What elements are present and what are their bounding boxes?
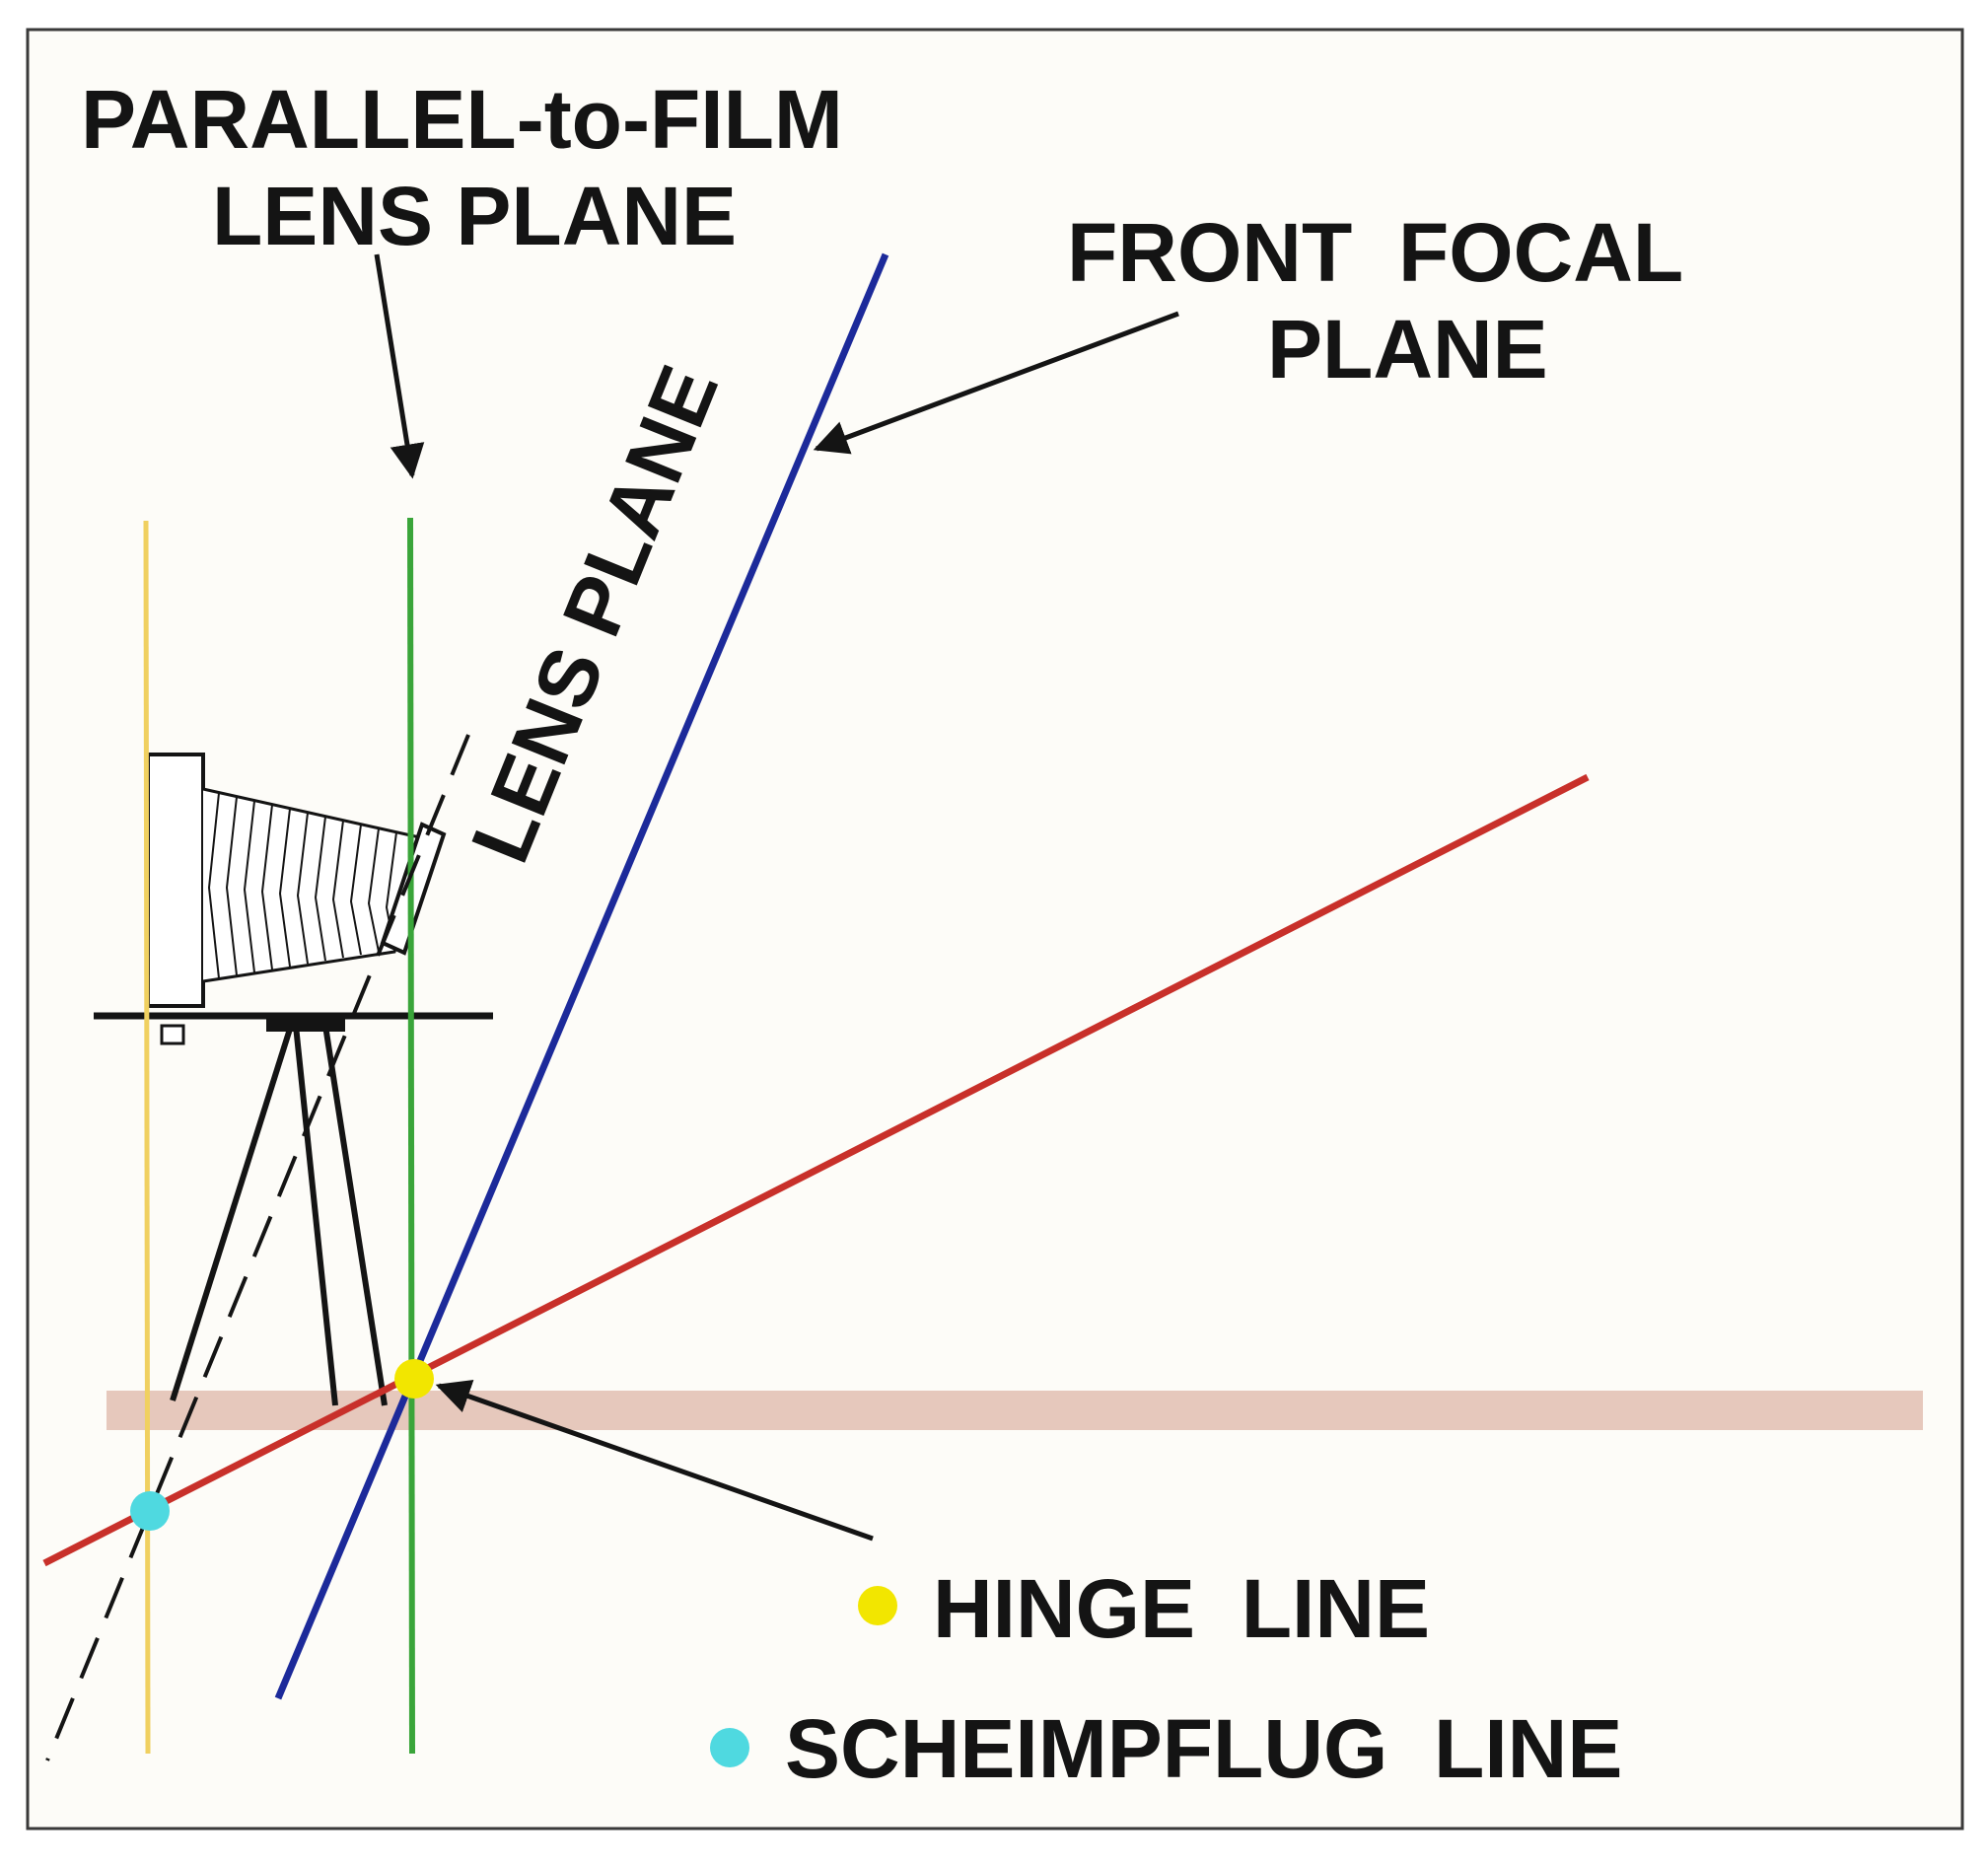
parallel-lens-plane-arrow xyxy=(374,253,425,479)
tripod xyxy=(170,1016,388,1406)
legend-hinge-label: HINGE LINE xyxy=(933,1562,1430,1655)
film-plane-line xyxy=(143,520,151,1755)
camera-rear-standard xyxy=(146,753,205,1008)
legend-scheimpflug-swatch xyxy=(710,1728,749,1767)
parallel-lens-plane-line xyxy=(407,517,415,1755)
front-focal-plane-label-line2: PLANE xyxy=(1267,303,1548,395)
legend-scheimpflug-label: SCHEIMPFLUG LINE xyxy=(785,1702,1622,1795)
parallel-lens-plane-label-line1: PARALLEL-to-FILM xyxy=(81,73,843,166)
parallel-lens-plane-label-line2: LENS PLANE xyxy=(212,170,737,262)
legend-hinge-swatch xyxy=(858,1586,897,1625)
front-focal-plane-arrow xyxy=(813,311,1179,455)
hinge-line-point xyxy=(394,1359,434,1399)
legend: HINGE LINE SCHEIMPFLUG LINE xyxy=(710,1562,1622,1795)
camera xyxy=(146,753,447,1045)
hinge-line-arrow xyxy=(435,1379,874,1542)
front-focal-plane-label-line1: FRONT FOCAL xyxy=(1067,206,1683,299)
lens-plane-dashed-line xyxy=(45,734,470,1761)
plane-of-focus-line xyxy=(42,773,1590,1567)
scheimpflug-line-point xyxy=(130,1491,170,1531)
front-focal-plane-line xyxy=(274,252,889,1700)
